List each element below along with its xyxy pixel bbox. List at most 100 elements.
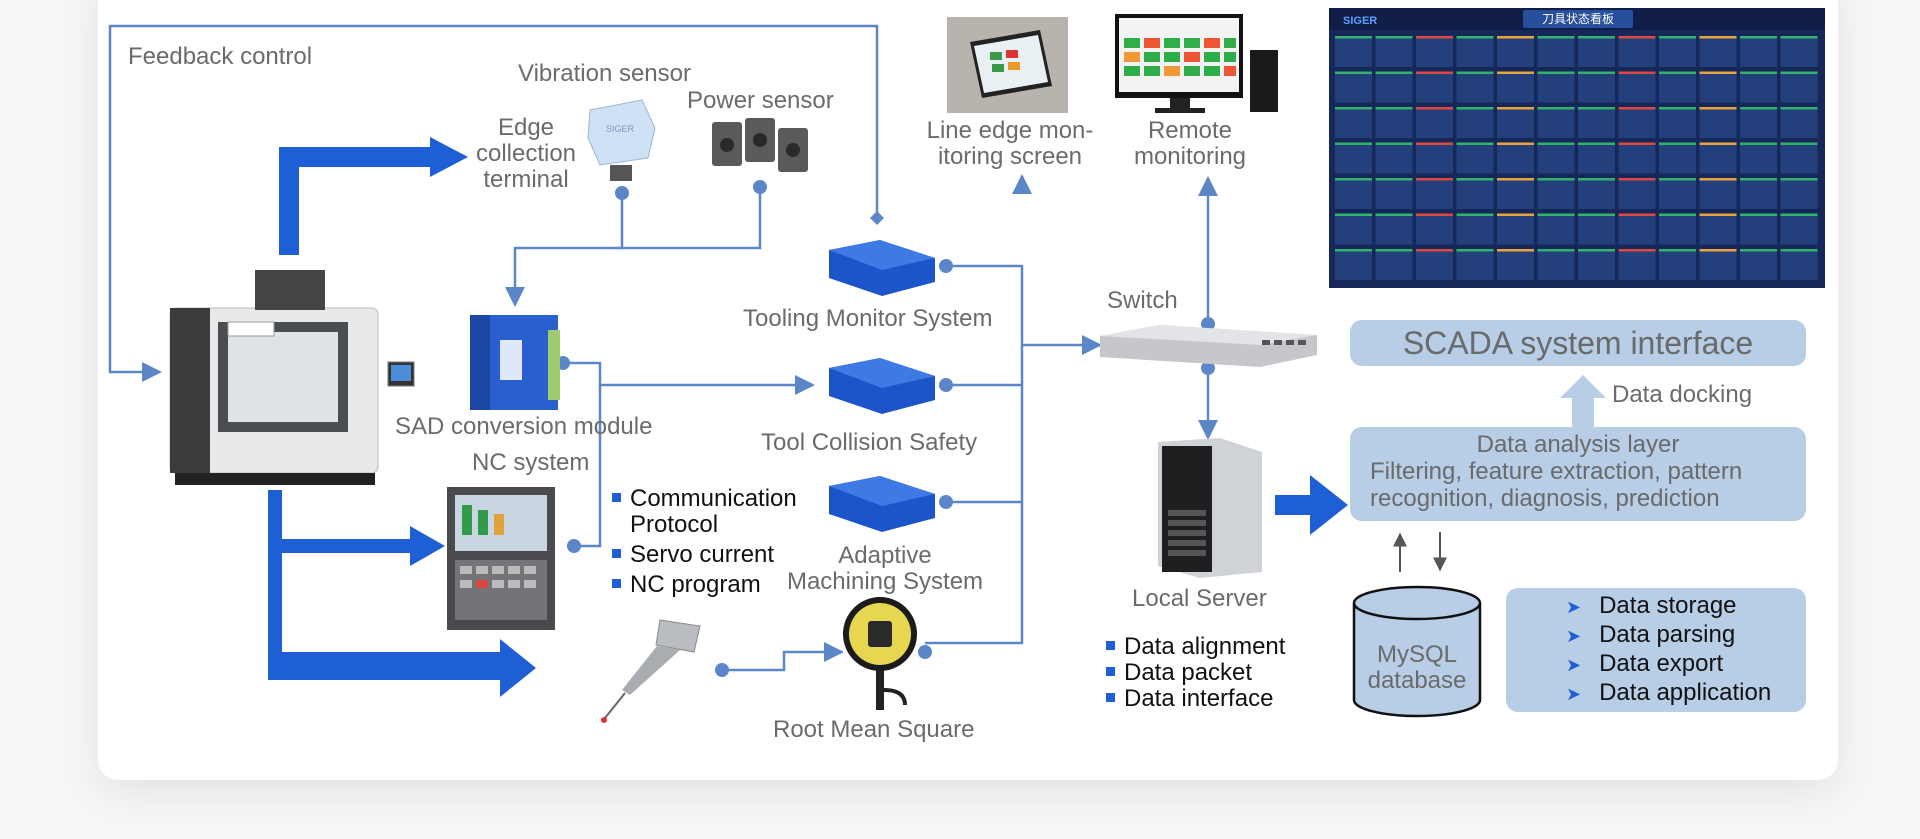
feedback-loop-line — [108, 24, 879, 382]
dashboard-tile-status — [1416, 71, 1453, 74]
dashboard-tile — [1335, 249, 1372, 280]
dashboard-tile-status — [1740, 36, 1777, 39]
storage-item-text: Data export — [1599, 650, 1724, 677]
dashboard-tile — [1699, 36, 1737, 67]
dashboard-tile — [1618, 142, 1656, 174]
server-tower-image — [1158, 438, 1262, 578]
dashboard-tile — [1537, 249, 1575, 280]
dashboard-tile-status — [1578, 71, 1615, 74]
bullet-square-icon — [1106, 693, 1115, 702]
line-edge-line-1: Line edge mon- — [926, 117, 1094, 144]
dashboard-tile — [1659, 142, 1696, 174]
nc-bullet-item: NC program — [612, 572, 797, 598]
vibration-sensor-brand: SIGER — [606, 124, 635, 134]
dashboard-tile-status — [1335, 213, 1372, 216]
dashboard-tile-status — [1537, 213, 1575, 216]
dashboard-tile-status — [1659, 249, 1696, 252]
dashboard-tile-status — [1618, 107, 1656, 110]
dashboard-tile-status — [1497, 213, 1534, 216]
dashboard-tile-status — [1780, 178, 1818, 181]
dashboard-tile — [1456, 36, 1494, 67]
dashboard-tile-status — [1335, 249, 1372, 252]
dashboard-tile — [1456, 213, 1494, 245]
local-server-label: Local Server — [1132, 585, 1267, 612]
sad-module-label: SAD conversion module — [395, 413, 653, 440]
spindle-probe-image — [601, 619, 701, 723]
dashboard-tile — [1659, 36, 1696, 67]
nc-panel-image — [447, 487, 555, 630]
dashboard-tile — [1335, 107, 1372, 138]
nc-bullet-item-cont: Protocol — [612, 512, 797, 538]
server-bullet-item: Data alignment — [1106, 634, 1285, 660]
dashboard-tile-status — [1537, 107, 1575, 110]
dashboard-tile — [1416, 107, 1453, 138]
dashboard-tile-status — [1618, 71, 1656, 74]
dashboard-tile-status — [1335, 107, 1372, 110]
dashboard-tile — [1335, 71, 1372, 103]
dashboard-tile — [1375, 71, 1413, 103]
sad-module-image — [470, 315, 560, 410]
mysql-line-1: MySQL — [1376, 641, 1457, 668]
dashboard-tile-status — [1699, 107, 1737, 110]
dashboard-tile — [1659, 71, 1696, 103]
dashboard-tile — [1416, 178, 1453, 209]
dashboard-tile — [1740, 71, 1777, 103]
dashboard-tile — [1416, 213, 1453, 245]
db-arrows — [1393, 532, 1447, 572]
dashboard-tile — [1456, 142, 1494, 174]
dashboard-tile-status — [1780, 142, 1818, 145]
dashboard-tile — [1335, 178, 1372, 209]
dashboard-image: SIGER 刀具状态看板 — [1329, 8, 1825, 288]
dashboard-tile — [1740, 142, 1777, 174]
switch-image — [1100, 325, 1317, 367]
dashboard-tile — [1375, 107, 1413, 138]
dashboard-tile — [1618, 107, 1656, 138]
dashboard-tile-status — [1740, 142, 1777, 145]
analysis-line-1: Filtering, feature extraction, pattern — [1370, 458, 1743, 485]
storage-item-text: Data parsing — [1599, 621, 1736, 648]
remote-monitoring-label: Remote monitoring — [1110, 118, 1270, 170]
dashboard-tile-status — [1659, 178, 1696, 181]
remote-line-1: Remote — [1147, 117, 1233, 144]
dashboard-tile-status — [1335, 178, 1372, 181]
dashboard-tile-status — [1780, 213, 1818, 216]
scada-title: SCADA system interface — [1402, 325, 1754, 361]
server-bullet-list: Data alignment Data packet Data interfac… — [1106, 634, 1285, 712]
edge-terminal-line-1: Edge — [497, 114, 555, 141]
dashboard-tile-status — [1416, 249, 1453, 252]
server-bullet-item: Data interface — [1106, 686, 1285, 712]
mysql-cylinder-icon — [1352, 585, 1482, 718]
adaptive-line-2: Machining System — [786, 568, 984, 595]
storage-item: ➤Data parsing — [1566, 621, 1806, 650]
dashboard-tile-status — [1497, 71, 1534, 74]
dashboard-tile — [1780, 178, 1818, 209]
dashboard-tile-status — [1497, 107, 1534, 110]
junction-dots — [556, 180, 1215, 677]
nc-bullet-text: Protocol — [630, 511, 719, 538]
nc-bullet-item: Communication — [612, 486, 797, 512]
dashboard-tile-status — [1335, 142, 1372, 145]
dashboard-tile — [1578, 71, 1615, 103]
dashboard-tile — [1699, 142, 1737, 174]
dashboard-tile — [1578, 142, 1615, 174]
dashboard-tile — [1497, 142, 1534, 174]
storage-list: ➤Data storage ➤Data parsing ➤Data export… — [1506, 588, 1806, 708]
dashboard-tile-status — [1699, 178, 1737, 181]
edge-terminal-label: Edge collection terminal — [465, 115, 587, 193]
dashboard-tile — [1375, 249, 1413, 280]
dashboard-tile-status — [1578, 107, 1615, 110]
dashboard-tile — [1375, 178, 1413, 209]
server-bullet-item: Data packet — [1106, 660, 1285, 686]
dashboard-tile — [1375, 213, 1413, 245]
dashboard-tile-status — [1456, 107, 1494, 110]
dashboard-tile — [1780, 142, 1818, 174]
dashboard-tile — [1537, 71, 1575, 103]
dashboard-tile-status — [1537, 71, 1575, 74]
storage-item-text: Data storage — [1599, 592, 1737, 619]
storage-item: ➤Data storage — [1566, 592, 1806, 621]
adaptive-line-1: Adaptive — [838, 542, 932, 569]
dashboard-tile-status — [1375, 178, 1413, 181]
dashboard-tile — [1780, 71, 1818, 103]
nc-bullet-text: NC program — [630, 571, 761, 598]
